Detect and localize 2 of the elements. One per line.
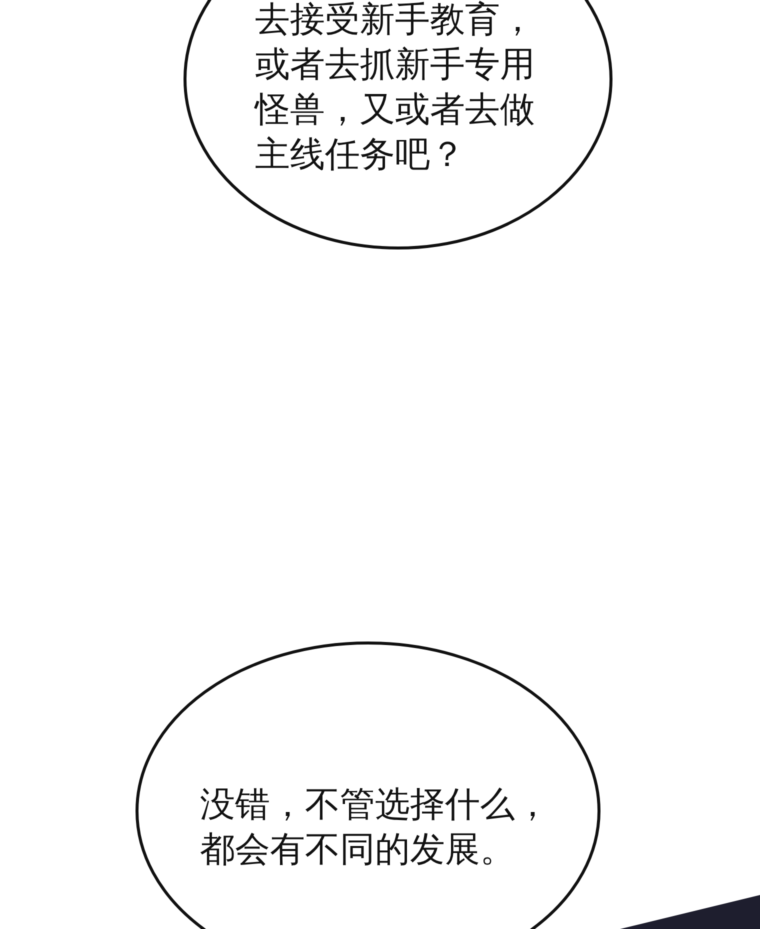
dialogue-text: 去接受新手教育，或者去抓新手专用怪兽，又或者去做主线任务吧？ — [255, 0, 536, 177]
dialogue-text: 没错，不管选择什么，都会有不同的发展。 — [200, 784, 551, 872]
